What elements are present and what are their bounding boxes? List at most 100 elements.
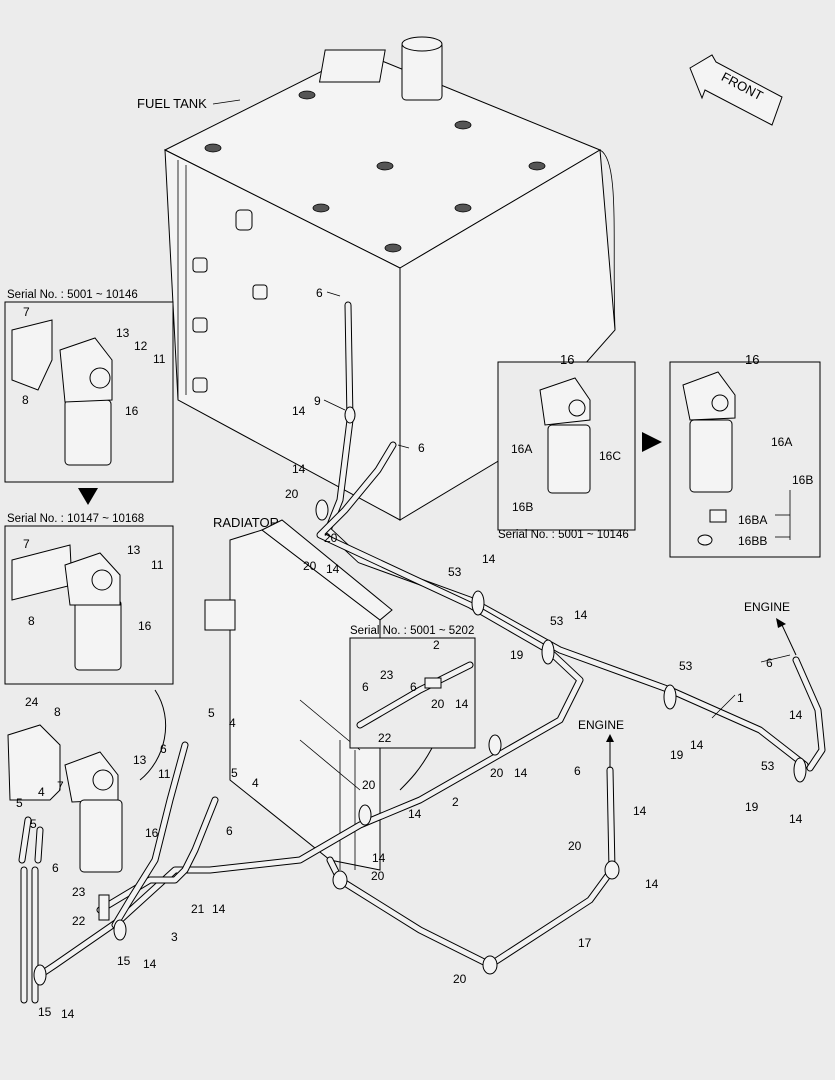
callout: 3 xyxy=(171,930,178,944)
fuel-tank-label: FUEL TANK xyxy=(137,96,207,111)
callout: 20 xyxy=(431,697,445,711)
callout: 16 xyxy=(145,826,159,840)
callout: 1 xyxy=(737,691,744,705)
callout: 20 xyxy=(568,839,582,853)
radiator-label: RADIATOR xyxy=(213,515,279,530)
inset-serial-5001-10146: Serial No. : 5001 ~ 10146 xyxy=(4,289,174,483)
callout: 8 xyxy=(28,614,35,628)
callout: 20 xyxy=(324,531,338,545)
callout: 6 xyxy=(52,861,59,875)
callout: 19 xyxy=(745,800,759,814)
callout: 5 xyxy=(208,706,215,720)
inset-serial-10147-10168: Serial No. : 10147 ~ 10168 xyxy=(4,513,174,685)
callout: 14 xyxy=(514,766,528,780)
front-arrow: FRONT xyxy=(689,54,783,126)
callout: 7 xyxy=(23,305,30,319)
inset-16: 16 xyxy=(669,352,821,558)
inset-4-title: 16 xyxy=(560,352,574,367)
leader-lines xyxy=(323,291,791,719)
callout: 6 xyxy=(574,764,581,778)
callout: 4 xyxy=(252,776,259,790)
engine-lower-label: ENGINE xyxy=(578,718,624,732)
callout: 16BA xyxy=(738,513,767,527)
callout: 13 xyxy=(133,753,147,767)
inset-16-serial-5001-10146: 16 Serial No. : 5001 ~ 10146 xyxy=(497,352,636,541)
callout: 6 xyxy=(226,824,233,838)
callout: 6 xyxy=(316,286,323,300)
callout: 17 xyxy=(578,936,592,950)
callout: 14 xyxy=(789,708,803,722)
callout: 15 xyxy=(38,1005,52,1019)
inset-5-title: 16 xyxy=(745,352,759,367)
callout: 14 xyxy=(326,562,340,576)
callout: 53 xyxy=(761,759,775,773)
callout: 14 xyxy=(645,877,659,891)
inset-1-serial: Serial No. : 5001 ~ 10146 xyxy=(7,289,138,301)
callout: 20 xyxy=(490,766,504,780)
callout: 19 xyxy=(510,648,524,662)
callout: 11 xyxy=(151,558,164,572)
callout: 53 xyxy=(550,614,564,628)
callout: 4 xyxy=(229,716,236,730)
inset-serial-5001-5202: Serial No. : 5001 ~ 5202 xyxy=(349,625,476,749)
inset-2-serial: Serial No. : 10147 ~ 10168 xyxy=(7,513,144,525)
callout: 9 xyxy=(314,394,321,408)
callout: 14 xyxy=(574,608,588,622)
callout: 14 xyxy=(292,462,306,476)
callout: 7 xyxy=(57,779,64,793)
pointer-curve-2 xyxy=(399,747,433,791)
callout: 16A xyxy=(511,442,532,456)
callout: 8 xyxy=(22,393,29,407)
callout: 7 xyxy=(23,537,30,551)
callout: 11 xyxy=(158,767,171,781)
callout: 22 xyxy=(72,914,86,928)
clamps xyxy=(33,406,807,986)
callout: 2 xyxy=(452,795,459,809)
callout: 14 xyxy=(292,404,306,418)
callout: 14 xyxy=(61,1007,75,1021)
callout: 6 xyxy=(410,680,417,694)
inset-3-serial: Serial No. : 5001 ~ 5202 xyxy=(350,625,474,637)
callout: 6 xyxy=(160,742,167,756)
callout: 53 xyxy=(679,659,693,673)
callout: 14 xyxy=(212,902,226,916)
callout: 5 xyxy=(231,766,238,780)
callout: 14 xyxy=(789,812,803,826)
callout: 14 xyxy=(408,807,422,821)
callout: 14 xyxy=(482,552,496,566)
callout: 6 xyxy=(362,680,369,694)
callout: 23 xyxy=(72,885,86,899)
down-arrow-icon xyxy=(78,488,98,505)
callout: 16B xyxy=(512,500,533,514)
callout: 20 xyxy=(453,972,467,986)
callout: 15 xyxy=(117,954,131,968)
callout: 20 xyxy=(303,559,317,573)
callout: 2 xyxy=(433,638,440,652)
engine-upper-label: ENGINE xyxy=(744,600,790,614)
callout: 16 xyxy=(138,619,152,633)
radiator xyxy=(204,519,393,871)
callout: 20 xyxy=(285,487,299,501)
callout: 14 xyxy=(143,957,157,971)
callout: 11 xyxy=(153,352,166,366)
callout: 6 xyxy=(766,656,773,670)
fuel-tank xyxy=(163,36,616,521)
callout: 16B xyxy=(792,473,813,487)
callout: 6 xyxy=(418,441,425,455)
callout: 16BB xyxy=(738,534,767,548)
callout: 24 xyxy=(25,695,39,709)
callout: 20 xyxy=(371,869,385,883)
engine-arrows xyxy=(606,618,797,768)
callout: 13 xyxy=(116,326,130,340)
main-fuel-filter xyxy=(7,724,123,921)
callout: 14 xyxy=(372,851,386,865)
callout: 20 xyxy=(362,778,376,792)
callout: 53 xyxy=(448,565,462,579)
callout: 14 xyxy=(633,804,647,818)
inset-4-serial: Serial No. : 5001 ~ 10146 xyxy=(498,529,629,541)
callout: 4 xyxy=(38,785,45,799)
callout: 14 xyxy=(455,697,469,711)
callout: 8 xyxy=(54,705,61,719)
callout: 16A xyxy=(771,435,792,449)
